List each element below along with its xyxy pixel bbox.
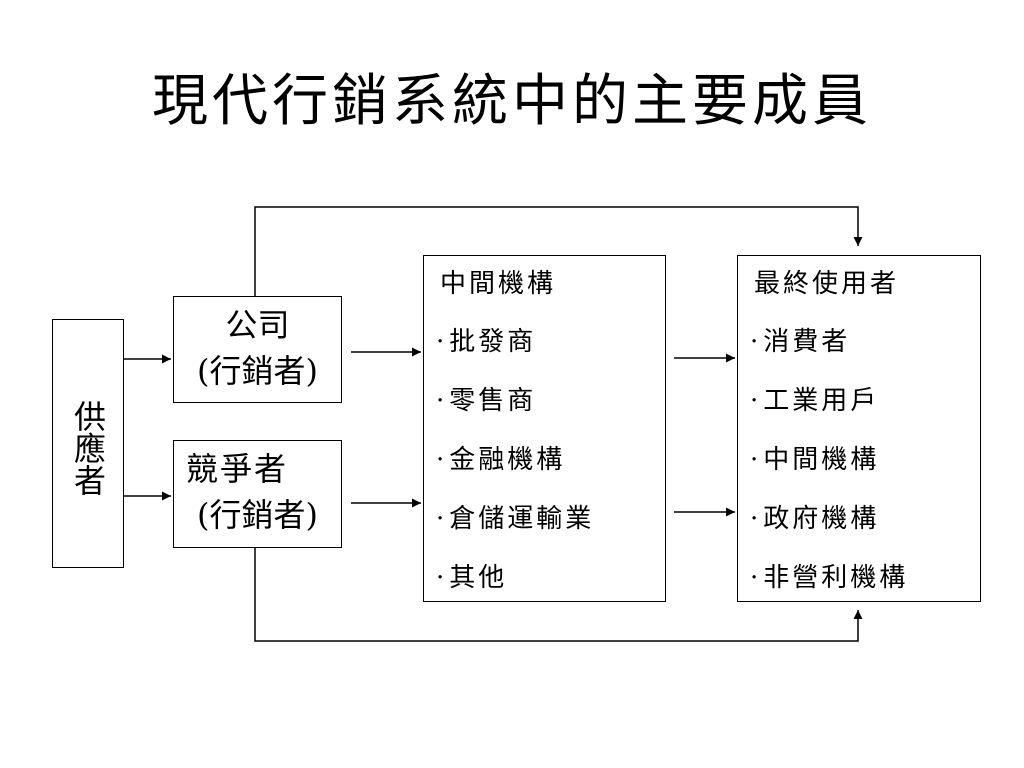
supplier-box: 供應者 bbox=[52, 319, 124, 568]
competitor-name: 競爭者 bbox=[186, 450, 289, 488]
intermediary-item: 零售商 bbox=[436, 383, 594, 442]
company-box: 公司 (行銷者) bbox=[173, 296, 342, 403]
competitor-box: 競爭者 (行銷者) bbox=[173, 440, 342, 548]
end-user-item: 政府機構 bbox=[750, 501, 908, 560]
slide-title: 現代行銷系統中的主要成員 bbox=[152, 69, 872, 134]
intermediary-item: 金融機構 bbox=[436, 442, 594, 501]
competitor-role: (行銷者) bbox=[197, 496, 318, 534]
intermediary-item: 倉儲運輸業 bbox=[436, 501, 594, 560]
intermediaries-box: 中間機構 批發商 零售商 金融機構 倉儲運輸業 其他 bbox=[423, 255, 666, 602]
end-users-list: 消費者 工業用戶 中間機構 政府機構 非營利機構 bbox=[750, 324, 908, 619]
supplier-label: 供應者 bbox=[69, 400, 107, 496]
intermediaries-list: 批發商 零售商 金融機構 倉儲運輸業 其他 bbox=[436, 324, 594, 619]
intermediaries-title: 中間機構 bbox=[440, 269, 557, 299]
company-name: 公司 bbox=[225, 306, 290, 344]
intermediary-item: 批發商 bbox=[436, 324, 594, 383]
end-user-item: 中間機構 bbox=[750, 442, 908, 501]
intermediary-item: 其他 bbox=[436, 560, 594, 619]
end-user-item: 消費者 bbox=[750, 324, 908, 383]
end-users-box: 最終使用者 消費者 工業用戶 中間機構 政府機構 非營利機構 bbox=[737, 255, 981, 602]
end-users-title: 最終使用者 bbox=[754, 269, 900, 299]
company-role: (行銷者) bbox=[197, 352, 318, 390]
end-user-item: 工業用戶 bbox=[750, 383, 908, 442]
end-user-item: 非營利機構 bbox=[750, 560, 908, 619]
